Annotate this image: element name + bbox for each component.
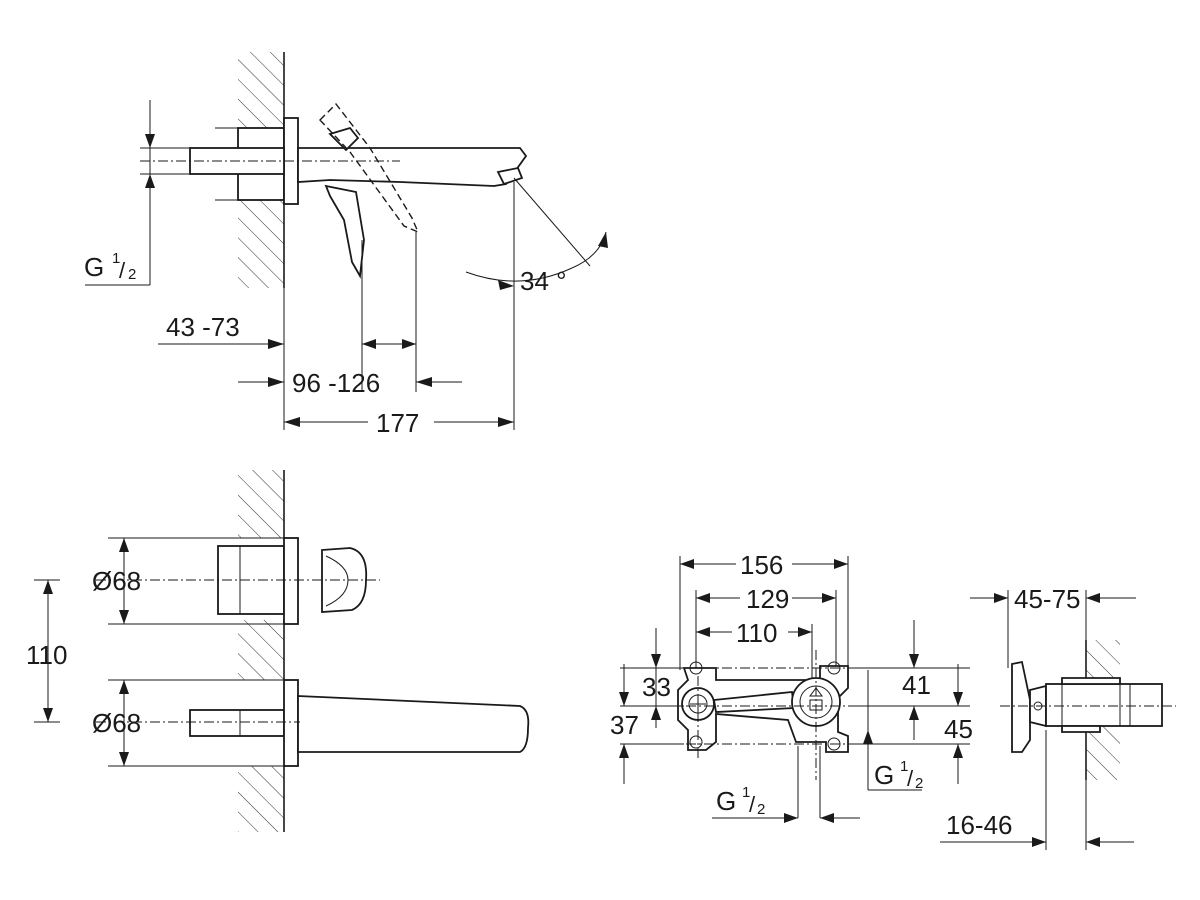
lever-range-label: 96 -126	[292, 368, 380, 398]
spout-side	[297, 147, 528, 187]
thread-slash-left: /	[119, 258, 126, 283]
spout-rosette	[283, 679, 299, 767]
spacing-label: 110	[26, 640, 67, 670]
wall-range-section-label: 16-46	[946, 810, 1013, 840]
wall-hatch-front-3	[238, 766, 284, 832]
front-view: Ø68 Ø68 110	[26, 470, 530, 832]
section-body	[1045, 683, 1163, 727]
wall-range-label: 43 -73	[166, 312, 240, 342]
lever-alternate	[319, 102, 420, 234]
width-mid-label: 129	[746, 584, 789, 614]
width-inner-label: 110	[736, 618, 777, 648]
lever-handle	[328, 126, 360, 152]
thread-num-left: 1	[112, 250, 120, 267]
spout-inlet-front	[189, 709, 285, 737]
left-upper-label: 33	[642, 672, 671, 702]
wall-hatch-front-1	[238, 470, 284, 538]
section-bottom-cap	[1061, 725, 1101, 733]
section-top-cap	[1061, 677, 1121, 685]
right-lower-label: 45	[944, 714, 973, 744]
depth-range-label: 45-75	[1014, 584, 1081, 614]
right-upper-label: 41	[902, 670, 931, 700]
spout-front	[297, 695, 530, 753]
thread-right-slash: /	[907, 766, 914, 791]
thread-bottom-slash: /	[749, 792, 756, 817]
box-view: 156 129 110	[610, 550, 973, 823]
width-outer-label: 156	[740, 550, 783, 580]
thread-bottom-num: 1	[742, 784, 750, 801]
thread-right-num: 1	[900, 758, 908, 775]
wall-hatch-front-2	[238, 620, 284, 680]
mixer-rosette	[283, 537, 299, 625]
angle-label: 34 °	[520, 266, 567, 296]
wall-hatch-upper	[238, 52, 284, 128]
left-lower-label: 37	[610, 710, 639, 740]
diameter-bottom-label: Ø68	[92, 708, 141, 738]
thread-bottom-label: G	[716, 786, 736, 816]
section-view: 45-75 16-46	[940, 584, 1176, 850]
thread-right-label: G	[874, 760, 894, 790]
thread-bottom-den: 2	[757, 801, 765, 818]
section-rosette	[1011, 660, 1031, 753]
spout-length-label: 177	[376, 408, 419, 438]
diameter-top-label: Ø68	[92, 566, 141, 596]
thread-den-left: 2	[128, 266, 136, 283]
thread-right-den: 2	[915, 775, 923, 792]
side-view: G 1 / 2 34 ° 43 -73 96 -126 177	[84, 52, 608, 438]
lever-body	[324, 184, 365, 279]
wall-hatch-lower	[238, 200, 284, 288]
thread-label-left: G	[84, 252, 104, 282]
